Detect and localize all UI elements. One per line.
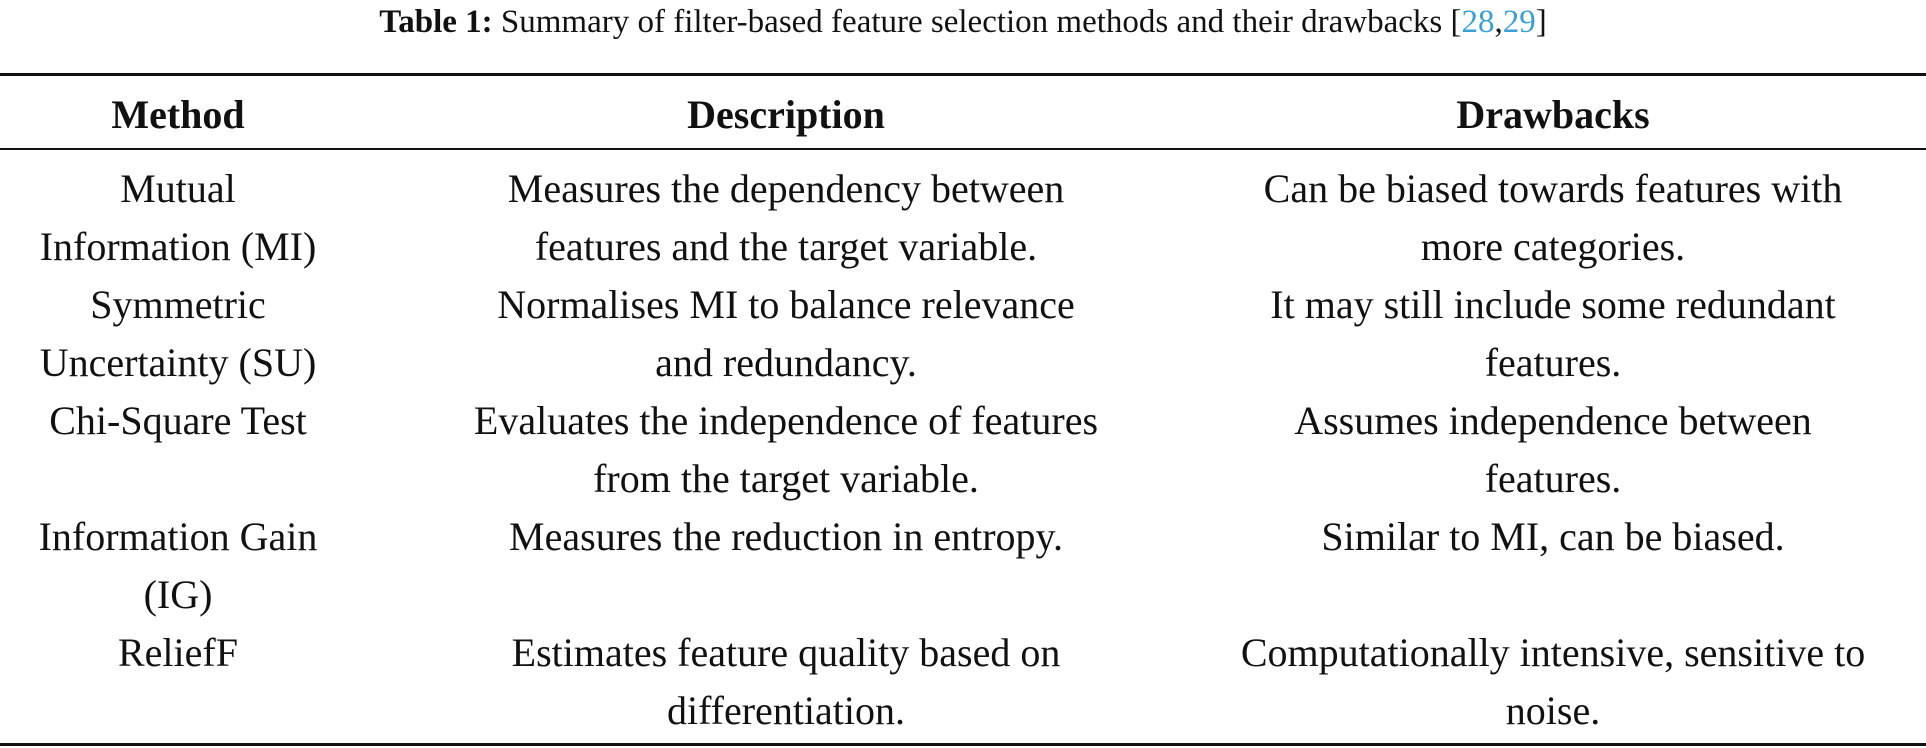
table-header-rule xyxy=(0,148,1926,150)
method-cell: Chi-Square Test xyxy=(49,398,307,443)
table-caption: Table 1: Summary of filter-based feature… xyxy=(0,2,1926,42)
caption-label: Table 1: xyxy=(379,4,493,40)
table-bottom-rule xyxy=(0,743,1926,746)
method-cell: Information Gain (IG) xyxy=(38,514,318,617)
method-cell: ReliefF xyxy=(118,630,238,675)
citation-link-28[interactable]: 28 xyxy=(1461,4,1495,40)
description-cell: Measures the dependency between features… xyxy=(507,166,1065,269)
description-cell: Estimates feature quality based on diffe… xyxy=(511,630,1061,733)
description-cell: Normalises MI to balance relevance and r… xyxy=(497,282,1075,385)
header-description: Description xyxy=(687,92,885,137)
method-cell: Symmetric Uncertainty (SU) xyxy=(39,282,317,385)
header-drawbacks: Drawbacks xyxy=(1456,92,1650,137)
description-cell: Measures the reduction in entropy. xyxy=(509,514,1063,559)
description-cell: Evaluates the independence of features f… xyxy=(473,398,1099,501)
caption-text: Summary of filter-based feature selectio… xyxy=(500,4,1443,40)
drawbacks-cell: Similar to MI, can be biased. xyxy=(1321,514,1785,559)
header-method: Method xyxy=(111,92,245,137)
table-top-rule xyxy=(0,73,1926,76)
citation: [28,29] xyxy=(1450,4,1547,40)
drawbacks-cell: It may still include some redundant feat… xyxy=(1270,282,1836,385)
drawbacks-cell: Can be biased towards features with more… xyxy=(1263,166,1843,269)
method-cell: Mutual Information (MI) xyxy=(39,166,317,269)
drawbacks-cell: Computationally intensive, sensitive to … xyxy=(1240,630,1866,733)
citation-link-29[interactable]: 29 xyxy=(1502,4,1536,40)
drawbacks-cell: Assumes independence between features. xyxy=(1294,398,1812,501)
